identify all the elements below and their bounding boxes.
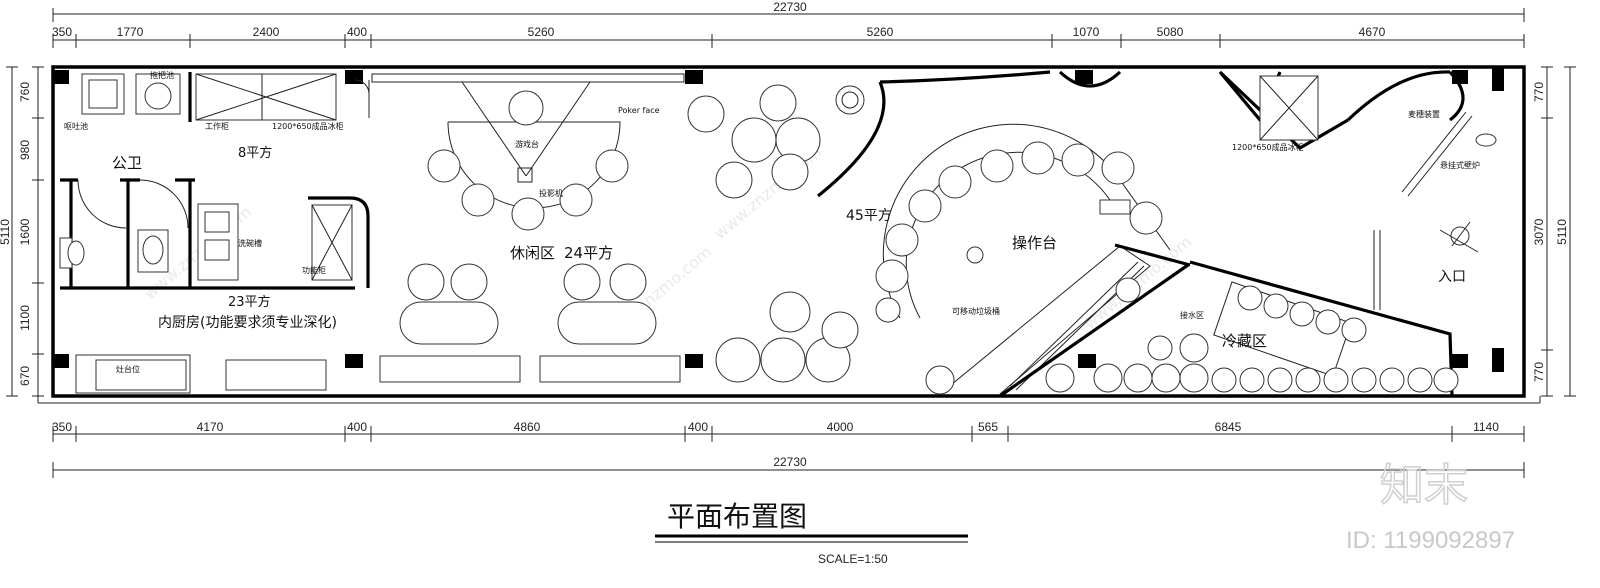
note-mop: 拖把池	[150, 70, 174, 80]
note-func: 功能柜	[302, 265, 326, 275]
left-dim-5: 670	[18, 366, 32, 386]
note-fridge2: 1200*650成品冰柜	[1232, 142, 1304, 152]
bottom-dim-1: 350	[52, 420, 72, 434]
left-dim-1: 760	[18, 82, 32, 102]
entrance-label: 入口	[1438, 269, 1466, 285]
lounge-label: 休闲区	[510, 244, 555, 262]
brand-logo: 知末	[1380, 460, 1468, 511]
bottom-dim-4: 4860	[514, 420, 541, 434]
lounge-zone	[371, 73, 685, 383]
note-spit: 呕吐池	[64, 121, 88, 131]
brand-watermark: 知末 ID: 1199092897	[1346, 459, 1515, 554]
note-worktable: 工作柜	[205, 121, 229, 131]
note-fridge1: 1200*650成品冰柜	[272, 121, 344, 131]
bottom-dim-3: 400	[347, 420, 367, 434]
lounge-area-label: 24平方	[564, 244, 613, 262]
cold-storage-label: 冷藏区	[1222, 332, 1267, 350]
bottom-dim-8: 6845	[1215, 420, 1242, 434]
top-dim-2: 1770	[117, 25, 144, 39]
toilet-area-label: 8平方	[238, 145, 272, 161]
bottom-dim-6: 4000	[827, 420, 854, 434]
right-dim-1: 770	[1532, 82, 1546, 102]
note-poker: Poker face	[618, 106, 660, 115]
right-dim-3: 770	[1532, 362, 1546, 382]
bottom-dimensions: 350 4170 400 4860 400 4000 565 6845 1140…	[52, 420, 1525, 478]
bar-label: 操作台	[1012, 234, 1057, 252]
outer-walls	[37, 65, 1541, 404]
bottom-dim-9: 1140	[1473, 420, 1499, 434]
bottom-dim-2: 4170	[197, 420, 224, 434]
left-total-dim: 5110	[0, 219, 12, 245]
kitchen-label: 内厨房(功能要求须专业深化)	[158, 315, 337, 331]
bar-area-label: 45平方	[846, 208, 892, 224]
cold-storage-zone	[1189, 70, 1497, 397]
note-stove: 灶台位	[116, 364, 140, 374]
bottom-dim-5: 400	[688, 420, 708, 434]
bottom-dim-7: 565	[978, 420, 998, 434]
note-trash: 可移动垃圾桶	[952, 306, 1000, 316]
note-game: 游戏台	[515, 139, 539, 149]
note-projector: 投影机	[539, 188, 563, 198]
top-dimensions: 22730 350 1770 2400 400 5260 5260 1070 5…	[52, 0, 1525, 48]
bar-zone	[687, 70, 1209, 398]
left-dimensions: 760 980 1600 1100 670 5110	[0, 66, 44, 397]
scale-label: SCALE=1:50	[818, 552, 888, 566]
top-dim-4: 400	[347, 25, 367, 39]
left-dim-3: 1600	[18, 218, 32, 245]
cold-storage-kegs	[1211, 285, 1459, 393]
toilet-kitchen-zone	[59, 72, 370, 394]
left-dim-2: 980	[18, 140, 32, 160]
toilet-label: 公卫	[112, 154, 142, 172]
right-dim-2: 3070	[1532, 218, 1546, 245]
title-block: 平面布置图 SCALE=1:50	[655, 500, 968, 566]
right-dimensions: 770 3070 770 5110	[1532, 66, 1576, 397]
top-total-dim: 22730	[773, 0, 807, 14]
note-cabinet: 麦穗装置	[1408, 109, 1440, 119]
note-boiler: 悬挂式壁炉	[1440, 160, 1480, 170]
annotations: 呕吐池 拖把池 工作柜 1200*650成品冰柜 洗碗槽 功能柜 灶台位 Pok…	[64, 70, 1480, 374]
room-labels: 公卫 8平方 23平方 内厨房(功能要求须专业深化) 休闲区 24平方 45平方…	[112, 145, 1466, 350]
right-total-dim: 5110	[1555, 219, 1569, 245]
entrance-person-icon	[1439, 221, 1479, 253]
top-dim-8: 5080	[1157, 25, 1184, 39]
top-dim-7: 1070	[1073, 25, 1100, 39]
top-dim-3: 2400	[253, 25, 280, 39]
bottom-total-dim: 22730	[773, 455, 807, 469]
top-dim-1: 350	[52, 25, 72, 39]
brand-id: ID: 1199092897	[1346, 527, 1515, 554]
page-title: 平面布置图	[667, 500, 807, 533]
note-sink: 洗碗槽	[238, 238, 262, 248]
top-dim-5: 5260	[528, 25, 555, 39]
top-dim-9: 4670	[1359, 25, 1386, 39]
note-drain: 接水区	[1180, 310, 1204, 320]
kitchen-area-label: 23平方	[228, 294, 271, 310]
left-dim-4: 1100	[18, 305, 32, 331]
top-dim-6: 5260	[867, 25, 894, 39]
